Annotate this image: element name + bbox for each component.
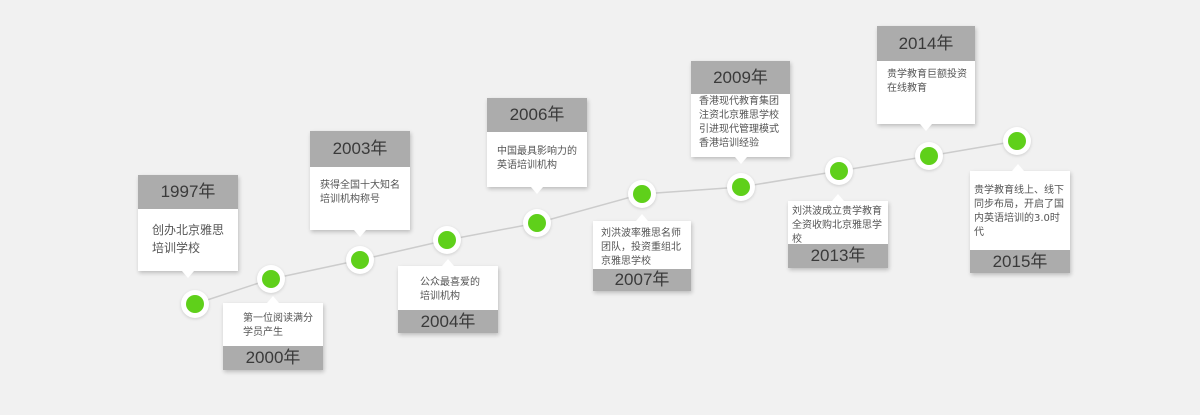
milestone-text: 创办北京雅思培训学校 [152,223,225,255]
milestone-year: 1997年 [138,175,238,209]
milestone-text: 香港现代教育集团注资北京雅思学校引进现代管理模式香港培训经验 [699,96,779,149]
timeline-dot-2004 [433,226,461,254]
milestone-text: 公众最喜爱的培训机构 [420,277,480,302]
milestone-card-2009: 2009年 香港现代教育集团注资北京雅思学校引进现代管理模式香港培训经验 [691,61,790,164]
milestone-card-2004: 公众最喜爱的培训机构 2004年 [398,259,498,333]
milestone-year: 2015年 [970,250,1070,273]
timeline-dot-2000 [257,265,285,293]
milestone-text: 获得全国十大知名培训机构称号 [320,180,400,205]
milestone-card-1997: 1997年 创办北京雅思培训学校 [138,175,238,278]
milestone-text: 中国最具影响力的英语培训机构 [497,146,577,171]
milestone-card-2000: 第一位阅读满分学员产生 2000年 [223,296,323,370]
timeline-dot-2009 [727,173,755,201]
milestone-year: 2007年 [593,269,691,291]
milestone-card-2007: 刘洪波率雅思名师团队，投资重组北京雅思学校 2007年 [593,214,691,291]
milestone-text: 贵学教育线上、线下同步布局，开启了国内英语培训的3.0时代 [974,185,1064,238]
milestone-year: 2000年 [223,346,323,370]
timeline-dot-2003 [346,246,374,274]
milestone-card-2003: 2003年 获得全国十大知名培训机构称号 [310,131,410,237]
milestone-text: 刘洪波率雅思名师团队，投资重组北京雅思学校 [601,228,681,267]
timeline-dot-2014 [915,142,943,170]
milestone-text: 刘洪波成立贵学教育全资收购北京雅思学校 [792,206,882,245]
timeline-dot-2015 [1003,127,1031,155]
milestone-card-2015: 贵学教育线上、线下同步布局，开启了国内英语培训的3.0时代 2015年 [970,164,1070,273]
milestone-text: 贵学教育巨额投资在线教育 [887,69,967,94]
milestone-year: 2003年 [310,131,410,167]
timeline-dot-2006 [523,209,551,237]
milestone-card-2013: 刘洪波成立贵学教育全资收购北京雅思学校 2013年 [788,194,888,268]
milestone-year: 2013年 [788,244,888,268]
timeline-dot-2007 [628,180,656,208]
milestone-card-2014: 2014年 贵学教育巨额投资在线教育 [877,26,975,131]
milestone-year: 2006年 [487,98,587,132]
milestone-text: 第一位阅读满分学员产生 [243,313,313,338]
milestone-year: 2014年 [877,26,975,61]
timeline-dot-1997 [181,290,209,318]
milestone-card-2006: 2006年 中国最具影响力的英语培训机构 [487,98,587,194]
timeline-dot-2013 [825,157,853,185]
milestone-year: 2009年 [691,61,790,94]
milestone-year: 2004年 [398,310,498,333]
